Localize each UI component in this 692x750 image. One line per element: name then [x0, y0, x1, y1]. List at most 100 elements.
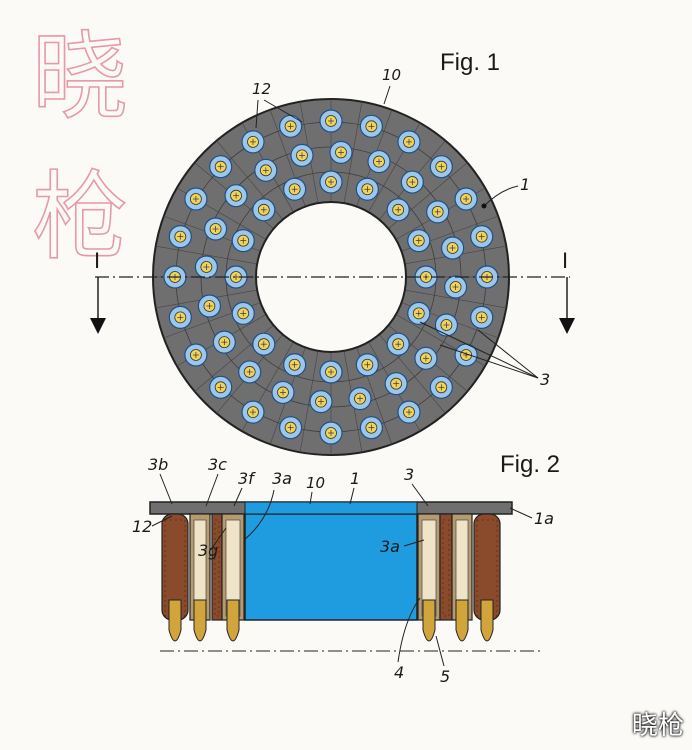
cartridge-array: [163, 109, 499, 445]
watermark: 晓枪: [631, 711, 684, 741]
cartridge: [238, 360, 262, 384]
cartridge: [367, 149, 391, 174]
leader-5: [435, 635, 445, 667]
label-3a-right: 3a: [380, 537, 400, 556]
cartridge: [168, 225, 192, 249]
cartridge: [290, 143, 314, 168]
leader-1-fig2: [349, 487, 355, 505]
cartridge: [197, 294, 222, 318]
cartridge: [279, 416, 303, 440]
leader-4: [397, 597, 421, 663]
cartridge: [319, 360, 343, 384]
spoke: [404, 289, 507, 309]
leader-1a: [509, 507, 533, 519]
cartridge: [283, 353, 307, 377]
cartridge: [407, 301, 431, 325]
cartridge: [386, 198, 410, 222]
fig2-callouts: 3b 3c 3f 3a 10 1 3 1a 12 3g 3a 4 5: [132, 455, 554, 686]
cartridge: [212, 330, 236, 354]
seal-char-2: 枪: [32, 161, 128, 273]
leader-3c: [205, 473, 219, 507]
cartridge: [470, 305, 494, 329]
cartridge: [184, 343, 208, 367]
fig2-title: Fig. 2: [500, 451, 560, 478]
cartridge: [434, 313, 459, 337]
leader-3a-top: [243, 489, 275, 541]
cartridge: [444, 275, 468, 299]
section-line: I I: [90, 248, 575, 334]
leader-1-dot: [481, 203, 487, 209]
cartridge: [241, 400, 265, 424]
leader-12b: [263, 99, 303, 123]
bullet: [422, 599, 436, 642]
cartridge: [252, 332, 276, 356]
label-4: 4: [394, 663, 404, 682]
label-3a-top: 3a: [272, 469, 292, 488]
cartridge: [319, 109, 343, 133]
cartridge: [231, 229, 255, 253]
cartridge: [271, 380, 295, 405]
seal-char-1: 晓: [32, 21, 128, 133]
leader-12a: [255, 99, 259, 129]
cartridge: [231, 301, 255, 325]
bullet: [226, 599, 240, 642]
leader-10: [383, 85, 391, 105]
cartridge: [397, 130, 421, 154]
cartridge: [168, 305, 192, 329]
leader-3a-right: [403, 539, 425, 547]
bullet: [480, 599, 494, 642]
column-texture: [442, 519, 450, 617]
bullet: [193, 599, 207, 642]
cartridge: [355, 353, 379, 377]
cartridge: [426, 200, 450, 224]
label-1: 1: [520, 175, 530, 194]
spoke: [299, 350, 319, 453]
cartridge: [429, 375, 453, 399]
label-10: 10: [382, 66, 401, 84]
spoke: [343, 101, 363, 204]
cartridge: [400, 170, 424, 194]
label-1a: 1a: [534, 509, 554, 528]
cartridge: [224, 184, 248, 208]
cartridge: [429, 155, 453, 179]
cartridge: [359, 114, 383, 138]
label-3b: 3b: [148, 455, 168, 474]
section-left-arrow: [90, 318, 106, 334]
cartridge: [252, 198, 276, 222]
cartridge: [359, 416, 383, 440]
leader-3g: [211, 527, 227, 549]
cartridge: [386, 332, 410, 356]
cartridge: [329, 140, 353, 164]
right-cartridge-bank: [417, 513, 501, 642]
cartridge: [319, 421, 343, 445]
body-column: [439, 513, 453, 621]
label-3f: 3f: [238, 469, 256, 488]
section-right-label: I: [562, 248, 568, 273]
label-12: 12: [252, 80, 271, 98]
cartridge: [194, 255, 218, 279]
bullet: [168, 599, 182, 642]
seal-calligraphy: 晓 枪: [31, 20, 129, 274]
cavity-body: [244, 511, 418, 621]
bullet: [455, 599, 469, 642]
leader-1: [483, 185, 519, 207]
cartridge: [440, 236, 465, 260]
cartridge: [348, 386, 372, 411]
leader-3c: [419, 321, 539, 379]
cartridge: [209, 155, 233, 179]
label-1-fig2: 1: [350, 469, 360, 488]
label-3: 3: [540, 370, 550, 389]
cartridge: [454, 187, 478, 211]
fig2-section: [149, 501, 540, 652]
leader-12-fig2: [151, 515, 173, 527]
section-right-arrow: [559, 318, 575, 334]
cartridge: [203, 217, 228, 241]
cartridge: [209, 375, 233, 399]
label-10-fig2: 10: [306, 474, 325, 492]
cartridge: [397, 400, 421, 424]
label-12-fig2: 12: [132, 517, 152, 536]
leader-3a: [477, 329, 539, 379]
cartridge: [414, 346, 438, 370]
cartridge: [184, 187, 208, 211]
